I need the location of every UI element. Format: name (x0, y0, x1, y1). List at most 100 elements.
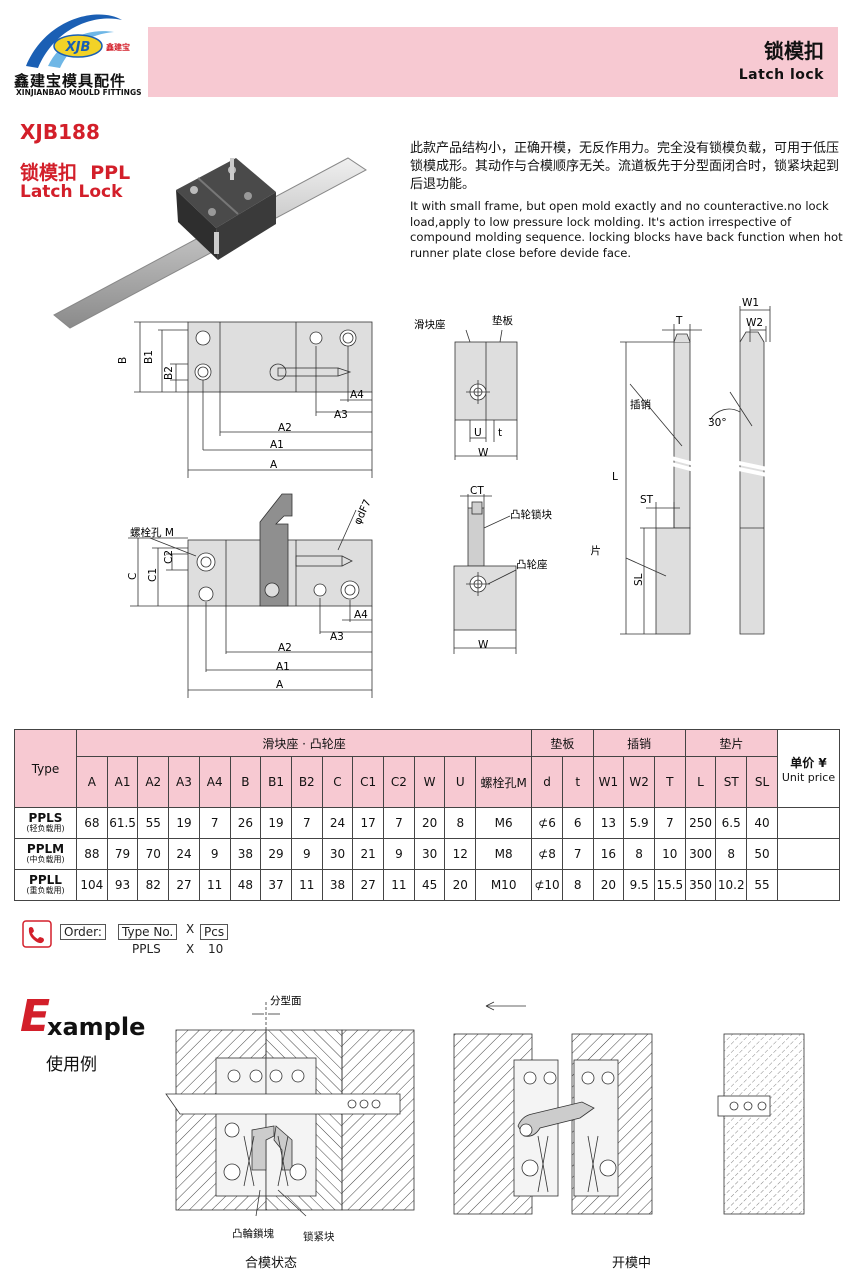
table-cell: 8 (715, 838, 748, 870)
table-cell: 55 (746, 869, 778, 901)
product-name-en: Latch Lock (20, 182, 123, 202)
table-column-header: A A1 A2 A3 A4 B B1 B2 C C1 C2 W U 螺栓孔M d… (14, 756, 840, 808)
svg-text:30°: 30° (708, 417, 727, 429)
svg-text:W: W (478, 447, 489, 459)
svg-text:A3: A3 (334, 409, 348, 421)
table-cell: M8 (475, 838, 533, 870)
table-cell: 20 (413, 807, 446, 839)
svg-text:A1: A1 (270, 439, 284, 451)
table-cell: 27 (168, 869, 200, 901)
table-cell: 82 (137, 869, 170, 901)
col-header: C2 (383, 756, 415, 808)
svg-text:A4: A4 (350, 389, 364, 401)
table-cell: 7 (198, 807, 231, 839)
table-cell: 29 (260, 838, 292, 870)
table-cell: 12 (444, 838, 477, 870)
drawing-cam-view: 螺栓孔 M C C1 C2 φdF7 A4 A3 A2 A1 A (127, 493, 374, 698)
svg-text:B1: B1 (143, 350, 155, 364)
table-cell: 7 (290, 807, 323, 839)
table-cell: 17 (352, 807, 385, 839)
svg-text:垫板: 垫板 (492, 314, 513, 327)
table-cell: 21 (352, 838, 385, 870)
svg-text:t: t (498, 427, 502, 439)
col-header: A4 (198, 756, 231, 808)
table-cell: 48 (229, 869, 262, 901)
group-pin-header: 插销 (592, 729, 686, 757)
table-cell: 24 (321, 807, 354, 839)
table-cell: 93 (106, 869, 139, 901)
example-title: xample (47, 1013, 146, 1041)
order-example-type: PPLS (132, 942, 161, 956)
price-cell (777, 869, 840, 901)
row-type: PPLM(中负载用) (14, 838, 77, 870)
table-cell: 11 (383, 869, 415, 901)
type-header: Type (14, 729, 77, 808)
svg-text:A2: A2 (278, 422, 292, 434)
svg-text:SL: SL (633, 573, 645, 586)
col-header: B (229, 756, 262, 808)
table-cell: 6 (561, 807, 594, 839)
phone-icon (22, 920, 52, 948)
table-cell: ⊄8 (531, 838, 563, 870)
brand-name-en: XINJIANBAO MOULD FITTINGS (16, 88, 142, 97)
lock-block-label: 锁紧块 (303, 1231, 335, 1243)
svg-text:滑块座: 滑块座 (414, 318, 446, 331)
table-cell: 30 (413, 838, 446, 870)
table-cell: 104 (76, 869, 108, 901)
order-example-qty: 10 (208, 942, 224, 956)
table-cell: 30 (321, 838, 354, 870)
svg-text:鑫建宝: 鑫建宝 (105, 42, 130, 52)
order-pcs: Pcs (200, 921, 229, 940)
table-cell: 40 (746, 807, 778, 839)
product-photo (53, 157, 367, 329)
table-cell: 7 (653, 807, 686, 839)
cam-lock-label: 凸輪鎖塊 (232, 1228, 274, 1240)
svg-text:W: W (478, 639, 489, 651)
spec-table: Type 滑块座 · 凸轮座 垫板 插销 垫片 单价 ¥ Unit price … (14, 729, 840, 901)
price-cell (777, 807, 840, 839)
svg-text:A3: A3 (330, 631, 344, 643)
example-closed-drawing: 分型面 (165, 994, 415, 1217)
table-cell: 19 (260, 807, 292, 839)
brand-name-cn: 鑫建宝模具配件 (14, 72, 127, 90)
order-type-no: Type No. (118, 921, 178, 940)
svg-text:C1: C1 (147, 568, 159, 582)
svg-text:凸轮座: 凸轮座 (516, 558, 548, 571)
svg-text:XJB: XJB (65, 40, 91, 55)
table-cell: 8 (444, 807, 477, 839)
table-cell: 37 (260, 869, 292, 901)
svg-text:A4: A4 (354, 609, 368, 621)
drawing-cam-end-view: CT 凸轮锁块 凸轮座 W (453, 485, 552, 654)
order-x: X (186, 922, 195, 936)
table-cell: ⊄6 (531, 807, 563, 839)
product-code: XJB188 (20, 120, 100, 144)
col-header: U (444, 756, 477, 808)
table-cell: 38 (229, 838, 262, 870)
table-cell: 300 (684, 838, 717, 870)
table-cell: 70 (137, 838, 170, 870)
table-cell: 16 (592, 838, 625, 870)
svg-text:A: A (276, 679, 284, 691)
table-cell: 45 (413, 869, 446, 901)
table-cell: 15.5 (653, 869, 686, 901)
col-header: C1 (352, 756, 385, 808)
col-header: C (321, 756, 354, 808)
svg-text:A1: A1 (276, 661, 290, 673)
table-cell: 8 (623, 838, 655, 870)
description-cn: 此款产品结构小，正确开模，无反作用力。完全没有锁模负载，可用于低压锁模成形。其动… (410, 141, 840, 192)
table-row: PPLM(中负载用) 88 79 70 24 9 38 29 9 30 21 9… (14, 838, 840, 870)
table-cell: 7 (561, 838, 594, 870)
col-header: B2 (290, 756, 323, 808)
table-cell: 6.5 (715, 807, 748, 839)
svg-text:B2: B2 (163, 366, 175, 380)
table-cell: 10 (653, 838, 686, 870)
product-name-cn: 锁模扣 PPL (20, 162, 131, 184)
table-cell: 26 (229, 807, 262, 839)
col-header: A2 (137, 756, 170, 808)
caption-opening: 开模中 (612, 1256, 652, 1271)
table-cell: M10 (475, 869, 533, 901)
table-cell: M6 (475, 807, 533, 839)
svg-text:A2: A2 (278, 642, 292, 654)
caption-closed: 合模状态 (245, 1256, 298, 1271)
svg-text:插销: 插销 (630, 398, 651, 411)
